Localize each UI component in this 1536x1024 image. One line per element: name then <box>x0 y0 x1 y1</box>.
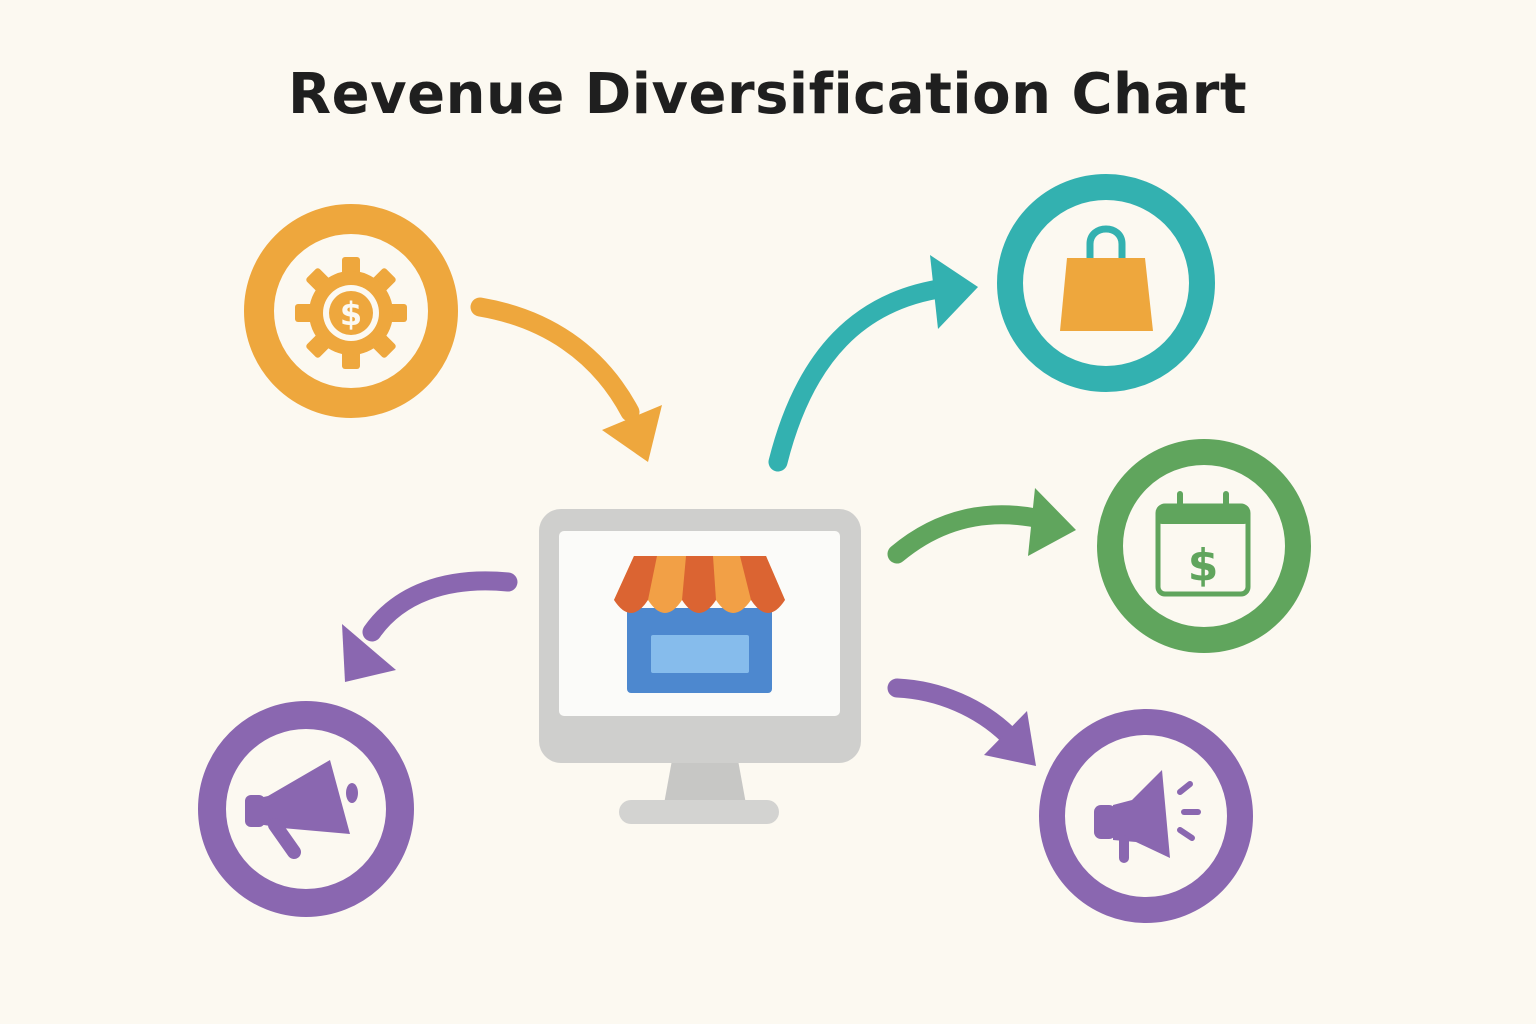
service-revenue-node: $ <box>244 204 458 418</box>
affiliate-marketing-node <box>1039 709 1253 923</box>
megaphone-icon <box>245 760 358 859</box>
arrow-service-to-hub <box>470 297 662 462</box>
product-sales-node <box>997 174 1215 392</box>
megaphone-sound-icon <box>1094 770 1201 863</box>
gear-dollar-icon: $ <box>295 257 407 369</box>
storefront-icon <box>614 556 785 693</box>
arrow-hub-to-affiliate <box>887 678 1036 766</box>
online-store-hub <box>539 509 861 824</box>
svg-text:$: $ <box>340 295 362 333</box>
page-title: Revenue Diversification Chart <box>288 62 1248 127</box>
calendar-dollar-icon: $ <box>1155 491 1251 597</box>
shopping-bag-icon <box>1060 225 1153 331</box>
svg-text:$: $ <box>1188 540 1219 591</box>
arrow-hub-to-subscription <box>887 488 1076 564</box>
arrow-hub-to-advertising <box>342 571 518 682</box>
arrow-hub-to-products <box>768 255 978 472</box>
advertising-node <box>198 701 414 917</box>
subscription-revenue-node: $ <box>1097 439 1311 653</box>
